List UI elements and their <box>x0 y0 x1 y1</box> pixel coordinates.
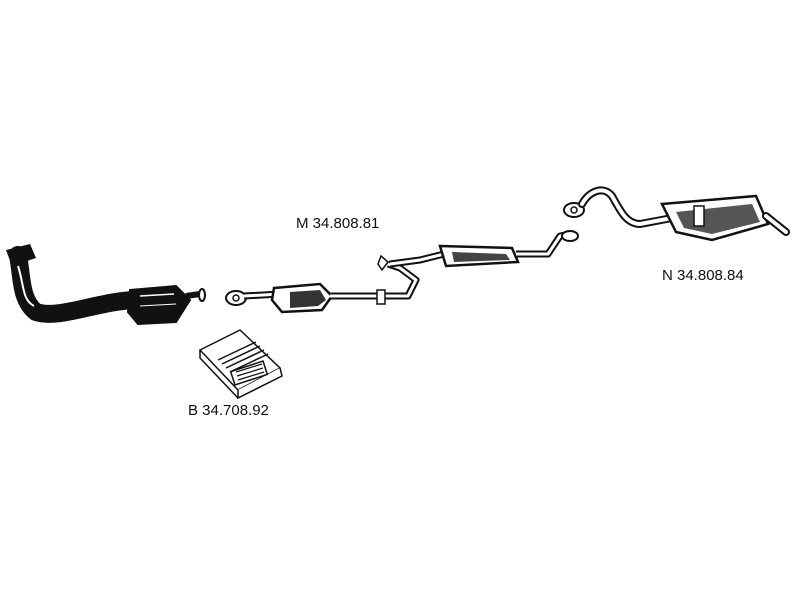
center-section-pipe <box>225 230 579 314</box>
rear-silencer-code: N 34.808.84 <box>662 267 744 284</box>
center-section-code: M 34.808.81 <box>296 215 380 232</box>
rear-silencer <box>563 186 790 242</box>
mounting-kit-code: B 34.708.92 <box>188 402 269 419</box>
mounting-kit-box <box>198 329 283 400</box>
front-pipe-with-catalyst <box>6 244 206 326</box>
